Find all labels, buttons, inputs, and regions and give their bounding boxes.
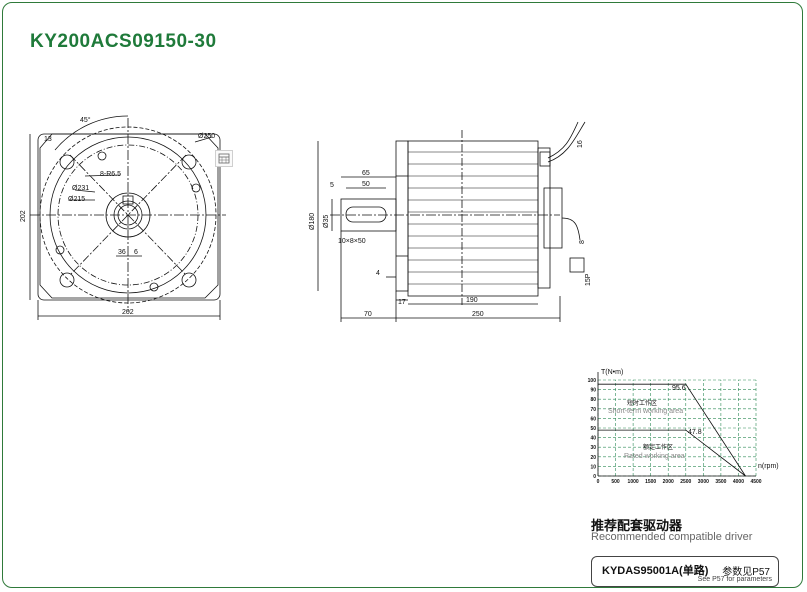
rated-area-en: Rated working area	[624, 453, 685, 460]
label-5: 5	[330, 182, 334, 189]
short-area-zh: 短时工作区	[627, 399, 657, 407]
y-tick-label: 50	[590, 426, 596, 432]
x-tick-label: 0	[597, 479, 600, 485]
peak-torque-line	[598, 383, 746, 477]
torque-chart: 0 10 20 30 40 50 60 70 80 90 100 0 500 1000 1500 2000 2…	[588, 369, 779, 485]
cooling-fins	[408, 151, 538, 285]
label-d215: Ø215	[68, 196, 85, 203]
model-title: KY200ACS09150-30	[30, 31, 217, 52]
chart-xlabel: n(rpm)	[758, 463, 779, 470]
label-key: 6	[134, 249, 138, 256]
y-tick-label: 0	[593, 474, 596, 480]
x-tick-label: 500	[611, 479, 620, 485]
label-pilot: Ø180	[309, 213, 316, 230]
leader-231	[74, 189, 96, 193]
flange-chamfer	[39, 133, 219, 299]
y-tick-label: 30	[590, 445, 596, 451]
rated-area-zh: 额定工作区	[643, 443, 673, 451]
x-tick-label: 1500	[645, 479, 656, 485]
x-tick-label: 2500	[680, 479, 691, 485]
y-tick-label: 90	[590, 388, 596, 394]
front-labels: 45° 13 Ø250 8-R6.5 Ø231 Ø215 36 6 202 20…	[20, 116, 215, 316]
flange	[395, 140, 409, 292]
shaft-key	[345, 206, 387, 223]
chart-ylabel: T(N•m)	[601, 369, 623, 376]
label-50: 50	[362, 181, 370, 188]
driver-ref: 参数见P57	[722, 567, 770, 578]
label-cable-1: 16	[577, 140, 584, 148]
label-d231: Ø231	[72, 185, 89, 192]
corner-hole-2	[181, 154, 197, 170]
x-tick-label: 2000	[663, 479, 674, 485]
small-hole-4	[191, 183, 201, 193]
x-tick-label: 3000	[698, 479, 709, 485]
x-tick-label: 3500	[715, 479, 726, 485]
end-cap	[537, 147, 551, 289]
cable-3	[561, 217, 581, 241]
peak-value-label: 95.6	[672, 385, 686, 392]
label-4: 4	[376, 270, 380, 277]
calendar-icon[interactable]	[215, 150, 233, 167]
chart-x-ticks: 0 500 1000 1500 2000 2500 3000 3500 4000 4500	[597, 479, 762, 485]
small-hole-3	[55, 245, 65, 255]
label-70: 70	[364, 311, 372, 318]
y-tick-label: 80	[590, 397, 596, 403]
side-view	[317, 121, 586, 322]
corner-hole-1	[59, 154, 75, 170]
connector	[569, 257, 585, 273]
label-65: 65	[362, 170, 370, 177]
cable-2	[547, 121, 586, 163]
y-tick-label: 10	[590, 464, 596, 470]
corner-hole-4	[181, 272, 197, 288]
label-small-dim: 13	[44, 136, 52, 143]
x-tick-label: 4500	[750, 479, 761, 485]
label-shaft: Ø35	[323, 215, 330, 228]
leader-holes	[84, 174, 121, 177]
small-hole-2	[149, 282, 159, 292]
short-area-en: Short-term working area	[608, 408, 683, 415]
chart-y-ticks: 0 10 20 30 40 50 60 70 80 90 100	[588, 378, 597, 480]
front-view	[29, 115, 226, 320]
label-key-size: 10×8×50	[338, 238, 366, 245]
label-250: 250	[472, 311, 484, 318]
label-keyway: 36	[118, 249, 126, 256]
label-d250: Ø250	[198, 133, 215, 140]
junction-box	[543, 187, 563, 249]
y-tick-label: 20	[590, 455, 596, 461]
label-190: 190	[466, 297, 478, 304]
flange-outline	[37, 133, 221, 301]
corner-hole-3	[59, 272, 75, 288]
label-width: 202	[122, 309, 134, 316]
driver-ref-en: See P57 for parameters	[697, 576, 772, 583]
leader-250	[194, 136, 213, 143]
driver-box: KYDAS95001A(单路) 参数见P57 See P57 for param…	[591, 556, 779, 587]
chart-grid	[597, 379, 757, 477]
x-tick-label: 4000	[733, 479, 744, 485]
y-tick-label: 60	[590, 416, 596, 422]
label-angle: 45°	[80, 116, 91, 124]
y-tick-label: 100	[588, 378, 597, 384]
driver-model: KYDAS95001A(单路)	[602, 565, 709, 577]
label-holes: 8-R6.5	[100, 171, 121, 178]
label-cable-2: 8	[579, 240, 586, 244]
x-tick-label: 1000	[628, 479, 639, 485]
y-tick-label: 70	[590, 407, 596, 413]
small-hole-1	[97, 151, 107, 161]
label-17: 17	[398, 299, 406, 306]
label-connector: 15P	[585, 273, 592, 286]
rated-value-label: 47.8	[688, 429, 702, 436]
y-tick-label: 40	[590, 436, 596, 442]
gland-top	[539, 151, 551, 167]
cable-1	[547, 121, 579, 159]
rated-torque-line	[598, 429, 746, 477]
angle-arc	[54, 115, 129, 151]
label-height: 202	[20, 210, 27, 222]
driver-caption-zh: 推荐配套驱动器	[591, 518, 683, 533]
side-labels: 65 50 5 Ø35 Ø180 10×8×50 4 17 190 70 250…	[309, 140, 592, 318]
driver-caption-en: Recommended compatible driver	[591, 531, 753, 543]
